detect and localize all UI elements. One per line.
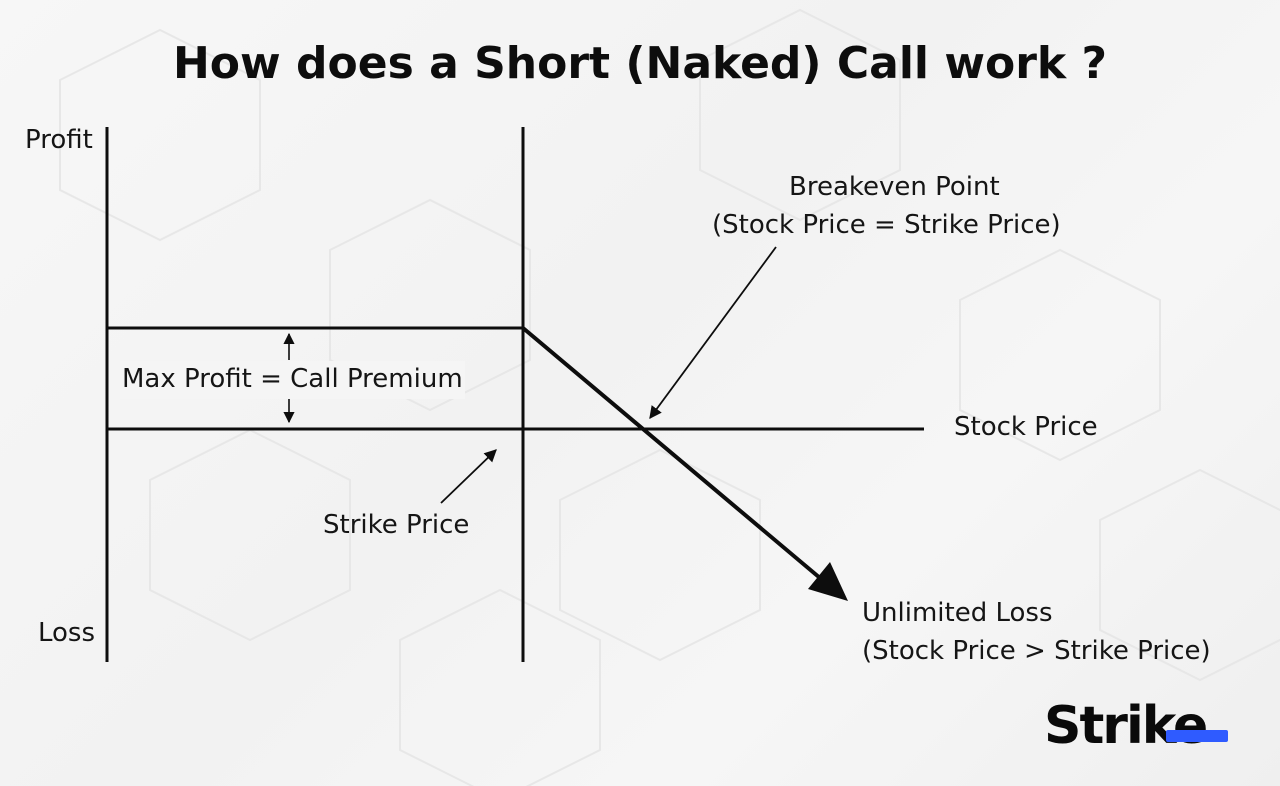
page-title: How does a Short (Naked) Call work ? xyxy=(172,38,1107,89)
breakeven-label-line2: (Stock Price = Strike Price) xyxy=(712,210,1061,240)
payoff-loss-line xyxy=(521,326,822,580)
strike-price-label: Strike Price xyxy=(323,510,470,540)
unlimited-loss-label-line1: Unlimited Loss xyxy=(862,598,1053,628)
stock-price-label: Stock Price xyxy=(954,412,1098,442)
unlimited-loss-arrowhead xyxy=(808,562,848,601)
strike-price-pointer xyxy=(440,449,497,504)
unlimited-loss-label-line2: (Stock Price > Strike Price) xyxy=(862,636,1211,666)
breakeven-pointer xyxy=(649,246,777,420)
strike-logo: Strike xyxy=(1044,696,1208,756)
strike-logo-accent xyxy=(1166,730,1228,742)
loss-label: Loss xyxy=(38,618,96,648)
max-profit-label: Max Profit = Call Premium xyxy=(120,361,465,399)
profit-label: Profit xyxy=(25,125,93,155)
breakeven-label-line1: Breakeven Point xyxy=(789,172,1000,202)
